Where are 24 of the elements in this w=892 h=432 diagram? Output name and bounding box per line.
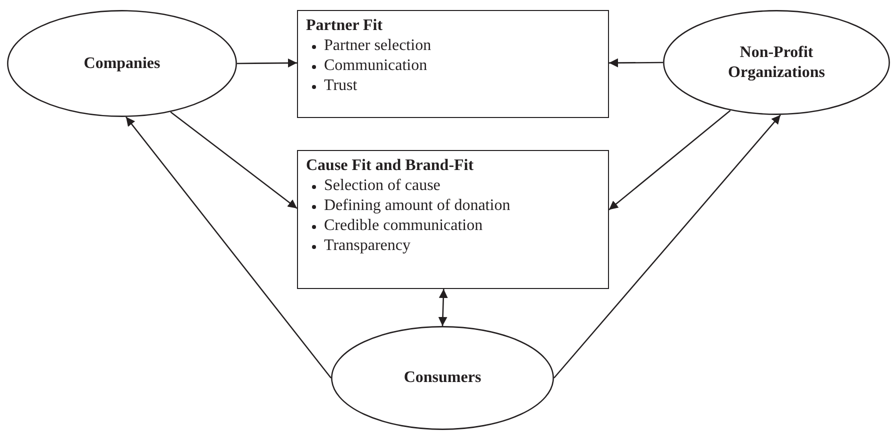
bullet-item: Selection of cause (312, 176, 600, 196)
arrow (609, 58, 663, 68)
bullet-item: Trust (312, 76, 600, 96)
arrow (126, 116, 332, 378)
arrow (438, 288, 448, 326)
box-heading: Cause Fit and Brand-Fit (306, 156, 475, 176)
arrow (554, 114, 781, 378)
node-label: Companies (84, 54, 160, 74)
bullet-item: Transparency (312, 236, 600, 256)
bullet-item: Credible communication (312, 216, 600, 236)
bullet-item: Communication (312, 56, 600, 76)
process-box (297, 10, 609, 118)
arrow (170, 111, 298, 209)
arrow (608, 110, 731, 210)
ellipse-node (7, 10, 237, 117)
node-label: Non-Profit Organizations (727, 43, 826, 82)
process-box (297, 150, 609, 289)
ellipse-node (663, 10, 890, 115)
box-heading: Partner Fit (306, 16, 384, 36)
bullet-item: Partner selection (312, 36, 600, 56)
arrow (237, 58, 297, 68)
bullet-item: Defining amount of donation (312, 196, 600, 216)
node-label: Consumers (404, 368, 482, 388)
ellipse-node (331, 326, 554, 430)
